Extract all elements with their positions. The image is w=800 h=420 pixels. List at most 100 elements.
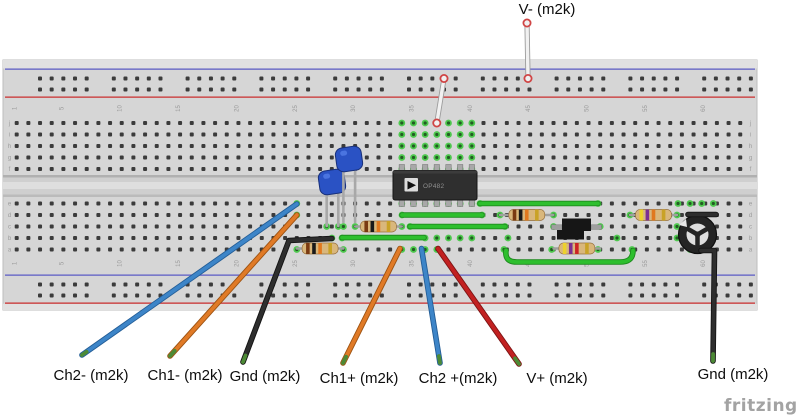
breadboard-hole	[158, 87, 163, 92]
breadboard-hole	[123, 293, 128, 298]
breadboard-hole	[738, 144, 743, 148]
breadboard-hole	[158, 76, 163, 81]
resistor-r5[interactable]	[628, 209, 679, 221]
breadboard-hole	[679, 121, 684, 125]
breadboard-hole	[189, 247, 194, 252]
breadboard-hole	[430, 87, 435, 92]
breadboard-hole	[554, 87, 559, 92]
breadboard-hole	[236, 224, 241, 229]
wire-ch2-minus[interactable]	[79, 201, 300, 358]
breadboard-hole	[737, 293, 742, 298]
breadboard-hole	[294, 132, 299, 137]
breadboard-hole	[598, 167, 603, 171]
breadboard-hole	[119, 144, 124, 148]
breadboard-hole	[61, 213, 66, 217]
resistor-r1[interactable]	[353, 220, 403, 233]
breadboard-hole	[668, 132, 673, 137]
breadboard-hole	[609, 155, 614, 160]
breadboard-hole	[644, 132, 649, 137]
breadboard-hole	[306, 224, 311, 229]
breadboard-hole	[38, 121, 43, 125]
breadboard-hole	[516, 236, 521, 240]
breadboard-hole	[516, 132, 521, 137]
breadboard-hole	[108, 144, 113, 148]
breadboard-hole	[166, 167, 171, 171]
breadboard-hole	[493, 144, 498, 148]
breadboard-hole	[656, 144, 661, 148]
breadboard-hole	[598, 132, 603, 137]
ceramic-capacitor-1[interactable]	[334, 145, 364, 224]
breadboard-hole	[294, 76, 299, 81]
svg-text:40: 40	[468, 260, 474, 267]
white-jumper-v-minus[interactable]	[522, 18, 533, 84]
breadboard-hole	[633, 121, 638, 125]
breadboard-hole	[388, 155, 393, 160]
breadboard-hole	[621, 121, 626, 125]
breadboard-hole	[143, 247, 148, 252]
breadboard-hole	[271, 155, 276, 160]
breadboard-hole	[737, 76, 742, 81]
breadboard-hole	[598, 144, 603, 148]
breadboard-hole	[131, 213, 136, 217]
breadboard-hole	[271, 76, 276, 81]
breadboard-hole	[271, 132, 276, 137]
white-jumper-rail-to-row[interactable]	[432, 74, 449, 128]
wire-ch1-minus[interactable]	[167, 212, 300, 359]
breadboard-hole	[178, 121, 183, 125]
breadboard-hole	[14, 247, 19, 252]
breadboard-hole	[748, 76, 753, 81]
breadboard-hole	[224, 224, 229, 229]
breadboard-hole	[679, 167, 684, 171]
breadboard-hole	[111, 293, 116, 298]
breadboard-hole	[154, 121, 159, 125]
green-jumper-u-shape[interactable]	[503, 247, 636, 265]
breadboard-hole	[656, 121, 661, 125]
resistor-r2[interactable]	[295, 242, 345, 255]
breadboard-hole	[725, 76, 730, 81]
wire-gnd-left[interactable]	[240, 235, 335, 365]
breadboard-hole	[201, 167, 206, 171]
wire-gnd-right[interactable]	[698, 247, 718, 364]
breadboard-hole	[663, 282, 668, 287]
breadboard-hole	[38, 236, 43, 240]
breadboard-hole	[178, 236, 183, 240]
svg-text:a: a	[8, 248, 12, 254]
breadboard-hole	[123, 282, 128, 287]
breadboard-hole	[333, 282, 338, 287]
breadboard-hole	[236, 155, 241, 160]
breadboard-hole	[111, 76, 116, 81]
breadboard-hole	[668, 224, 673, 229]
breadboard-hole	[208, 87, 213, 92]
breadboard-hole	[621, 167, 626, 171]
breadboard-hole	[388, 144, 393, 148]
breadboard-hole	[344, 87, 349, 92]
svg-text:55: 55	[643, 105, 649, 112]
breadboard-hole	[131, 144, 136, 148]
jumper-shunt[interactable]	[551, 218, 602, 240]
wire-v-plus[interactable]	[435, 245, 522, 367]
wire-ch1-plus[interactable]	[340, 245, 403, 366]
breadboard-hole	[528, 121, 533, 125]
ic-op482[interactable]: OP482	[392, 164, 478, 207]
breadboard-hole	[131, 132, 136, 137]
breadboard-hole	[703, 132, 708, 137]
breadboard-hole	[329, 201, 334, 206]
breadboard-hole	[368, 76, 373, 81]
ceramic-capacitor-2[interactable]	[317, 168, 347, 228]
breadboard-hole	[621, 247, 626, 252]
wire-ch2-plus[interactable]	[418, 245, 443, 366]
resistor-r4[interactable]	[552, 242, 602, 255]
breadboard-hole	[656, 224, 661, 229]
breadboard-hole	[504, 282, 509, 287]
breadboard-hole	[318, 201, 323, 206]
breadboard-hole	[644, 201, 649, 206]
breadboard-hole	[430, 282, 435, 287]
resistor-r3[interactable]	[498, 209, 555, 221]
breadboard-hole	[84, 247, 89, 252]
svg-text:j: j	[8, 121, 10, 127]
breadboard-hole	[213, 144, 218, 148]
svg-text:10: 10	[118, 105, 124, 112]
breadboard-hole	[356, 87, 361, 92]
breadboard-hole	[224, 201, 229, 206]
